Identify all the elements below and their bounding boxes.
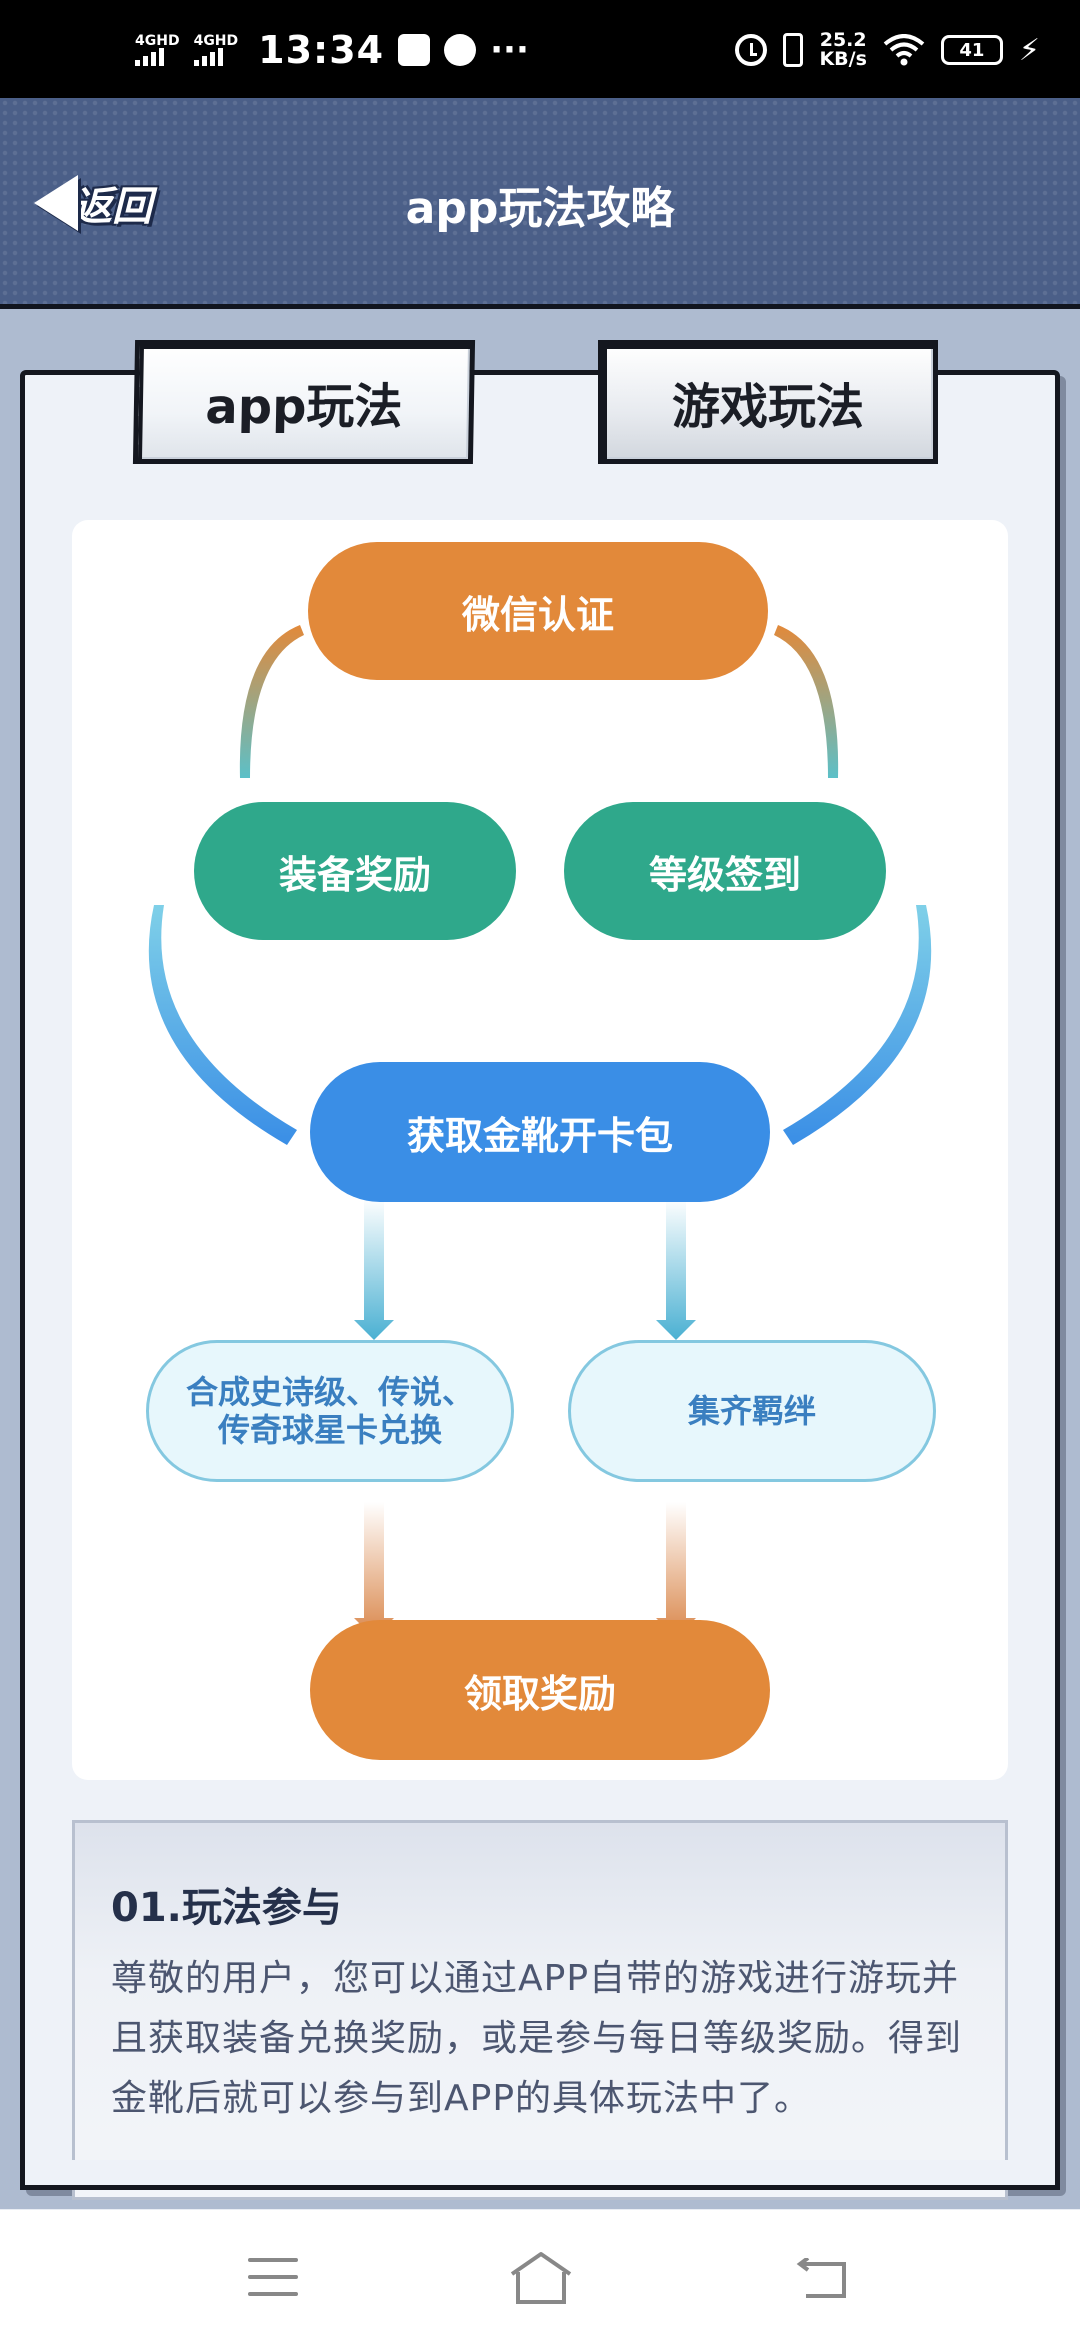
arrow-down-left-1 xyxy=(354,1198,394,1340)
vibrate-icon xyxy=(783,33,804,67)
more-notifications-icon: ··· xyxy=(490,30,529,70)
node-synthesize-line2: 传奇球星卡兑换 xyxy=(217,1411,442,1449)
charging-icon: ⚡ xyxy=(1018,32,1040,68)
status-bar: 4GHD 4GHD 13:34 ··· 25.2 KB/s 41 ⚡ xyxy=(0,0,1080,98)
recent-apps-button[interactable] xyxy=(248,2258,298,2296)
node-synthesize-cards: 合成史诗级、传说、 传奇球星卡兑换 xyxy=(146,1340,514,1482)
wifi-icon xyxy=(883,34,925,66)
back-button[interactable]: 返回 xyxy=(34,170,184,236)
network-type-1: 4GHD xyxy=(135,33,180,49)
speed-value: 25.2 xyxy=(819,29,867,51)
status-left: 4GHD 4GHD 13:34 ··· xyxy=(135,22,529,78)
arc-side-left xyxy=(148,905,297,1145)
tab-game-gameplay[interactable]: 游戏玩法 xyxy=(598,340,938,464)
node-equipment-reward: 装备奖励 xyxy=(194,802,516,940)
arc-top-left xyxy=(239,625,304,778)
node-claim-reward: 领取奖励 xyxy=(310,1620,770,1760)
node-wechat-auth: 微信认证 xyxy=(308,542,768,680)
signal-icon-1: 4GHD xyxy=(135,34,180,66)
node-level-checkin: 等级签到 xyxy=(564,802,886,940)
signal-icon-2: 4GHD xyxy=(193,33,239,66)
page-title: app玩法攻略 xyxy=(405,183,675,234)
back-label: 返回 xyxy=(72,184,152,230)
alarm-icon xyxy=(735,34,768,66)
home-button[interactable] xyxy=(506,2248,576,2308)
node-synthesize-line1: 合成史诗级、传说、 xyxy=(185,1373,474,1411)
diagram-connectors xyxy=(148,625,932,1638)
battery-icon: 41 xyxy=(940,35,1003,65)
battery-level: 41 xyxy=(959,39,985,61)
tab-app-gameplay[interactable]: app玩法 xyxy=(132,340,476,464)
status-right: 25.2 KB/s 41 ⚡ xyxy=(735,24,1040,76)
app-notification-icon xyxy=(398,34,431,66)
back-arrow-icon xyxy=(34,175,78,231)
node-get-boots: 获取金靴开卡包 xyxy=(310,1062,770,1202)
nav-back-button[interactable] xyxy=(796,2258,850,2300)
network-speed: 25.2 KB/s xyxy=(819,31,866,69)
arc-top-right xyxy=(774,625,839,778)
network-type-2: 4GHD xyxy=(193,33,239,49)
speed-unit: KB/s xyxy=(819,48,867,70)
section-body: 尊敬的用户，您可以通过APP自带的游戏进行游玩并且获取装备兑换奖励，或是参与每日… xyxy=(111,1958,963,2119)
app-header: 返回 app玩法攻略 xyxy=(0,98,1080,309)
card-bottom-edge xyxy=(20,2160,1060,2190)
section-heading: 01.玩法参与 xyxy=(111,1885,342,1931)
clock-time: 13:34 xyxy=(258,28,385,72)
node-collect-bonds: 集齐羁绊 xyxy=(568,1340,936,1482)
info-section: 01.玩法参与 尊敬的用户，您可以通过APP自带的游戏进行游玩并且获取装备兑换奖… xyxy=(72,1820,1008,2200)
arrow-down-left-2 xyxy=(354,1502,394,1638)
arrow-down-right-1 xyxy=(656,1198,696,1340)
flow-diagram: 微信认证 装备奖励 等级签到 获取金靴开卡包 合成史诗级、传说、 传奇球星卡兑换… xyxy=(72,520,1008,1780)
system-nav-bar xyxy=(0,2210,1080,2340)
arc-side-right xyxy=(783,905,932,1145)
wechat-icon xyxy=(444,34,477,66)
arrow-down-right-2 xyxy=(656,1502,696,1638)
